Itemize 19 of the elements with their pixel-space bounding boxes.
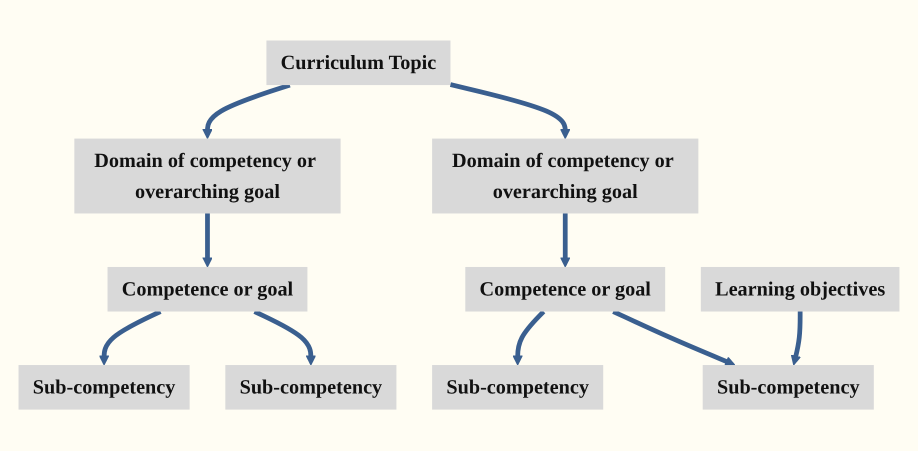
arrow: [202, 214, 213, 268]
node-box: Domain of competency or overarching goal: [432, 139, 698, 214]
node-box: Sub-competency: [18, 365, 190, 410]
node-box: Learning objectives: [700, 267, 900, 312]
arrow: [560, 214, 570, 268]
node-box: Domain of competency or overarching goal: [74, 139, 341, 214]
arrow: [790, 312, 803, 366]
node-box: Sub-competency: [702, 365, 874, 410]
arrow: [98, 310, 162, 366]
node-box: Curriculum Topic: [266, 40, 450, 86]
arrow: [612, 310, 736, 367]
node-box: Sub-competency: [432, 365, 604, 410]
arrow: [512, 310, 546, 366]
arrow: [253, 310, 316, 366]
node-box: Competence or goal: [108, 267, 308, 312]
node-box: Competence or goal: [465, 267, 666, 312]
arrow: [450, 82, 570, 140]
arrow: [202, 83, 291, 140]
node-box: Sub-competency: [225, 365, 396, 410]
